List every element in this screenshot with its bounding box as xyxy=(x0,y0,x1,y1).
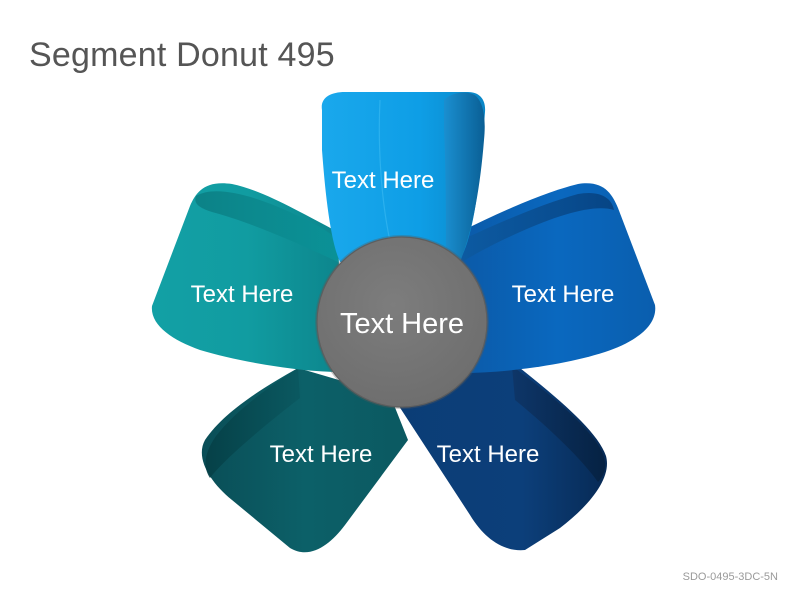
page-title: Segment Donut 495 xyxy=(29,36,335,74)
segment-bottom-left xyxy=(201,368,408,553)
segment-top-label: Text Here xyxy=(332,167,435,194)
slide-code: SDO-0495-3DC-5N xyxy=(682,571,778,583)
segment-right-label: Text Here xyxy=(512,281,615,308)
segment-bottom-left-label: Text Here xyxy=(270,441,373,468)
segment-left-label: Text Here xyxy=(191,281,294,308)
segment-bottom-right-label: Text Here xyxy=(437,441,540,468)
center-circle xyxy=(316,236,488,408)
segment-left xyxy=(151,183,342,372)
center-label: Text Here xyxy=(340,308,464,340)
segment-bottom-right xyxy=(395,360,607,551)
segment-top xyxy=(321,92,486,262)
segment-right xyxy=(460,183,656,373)
